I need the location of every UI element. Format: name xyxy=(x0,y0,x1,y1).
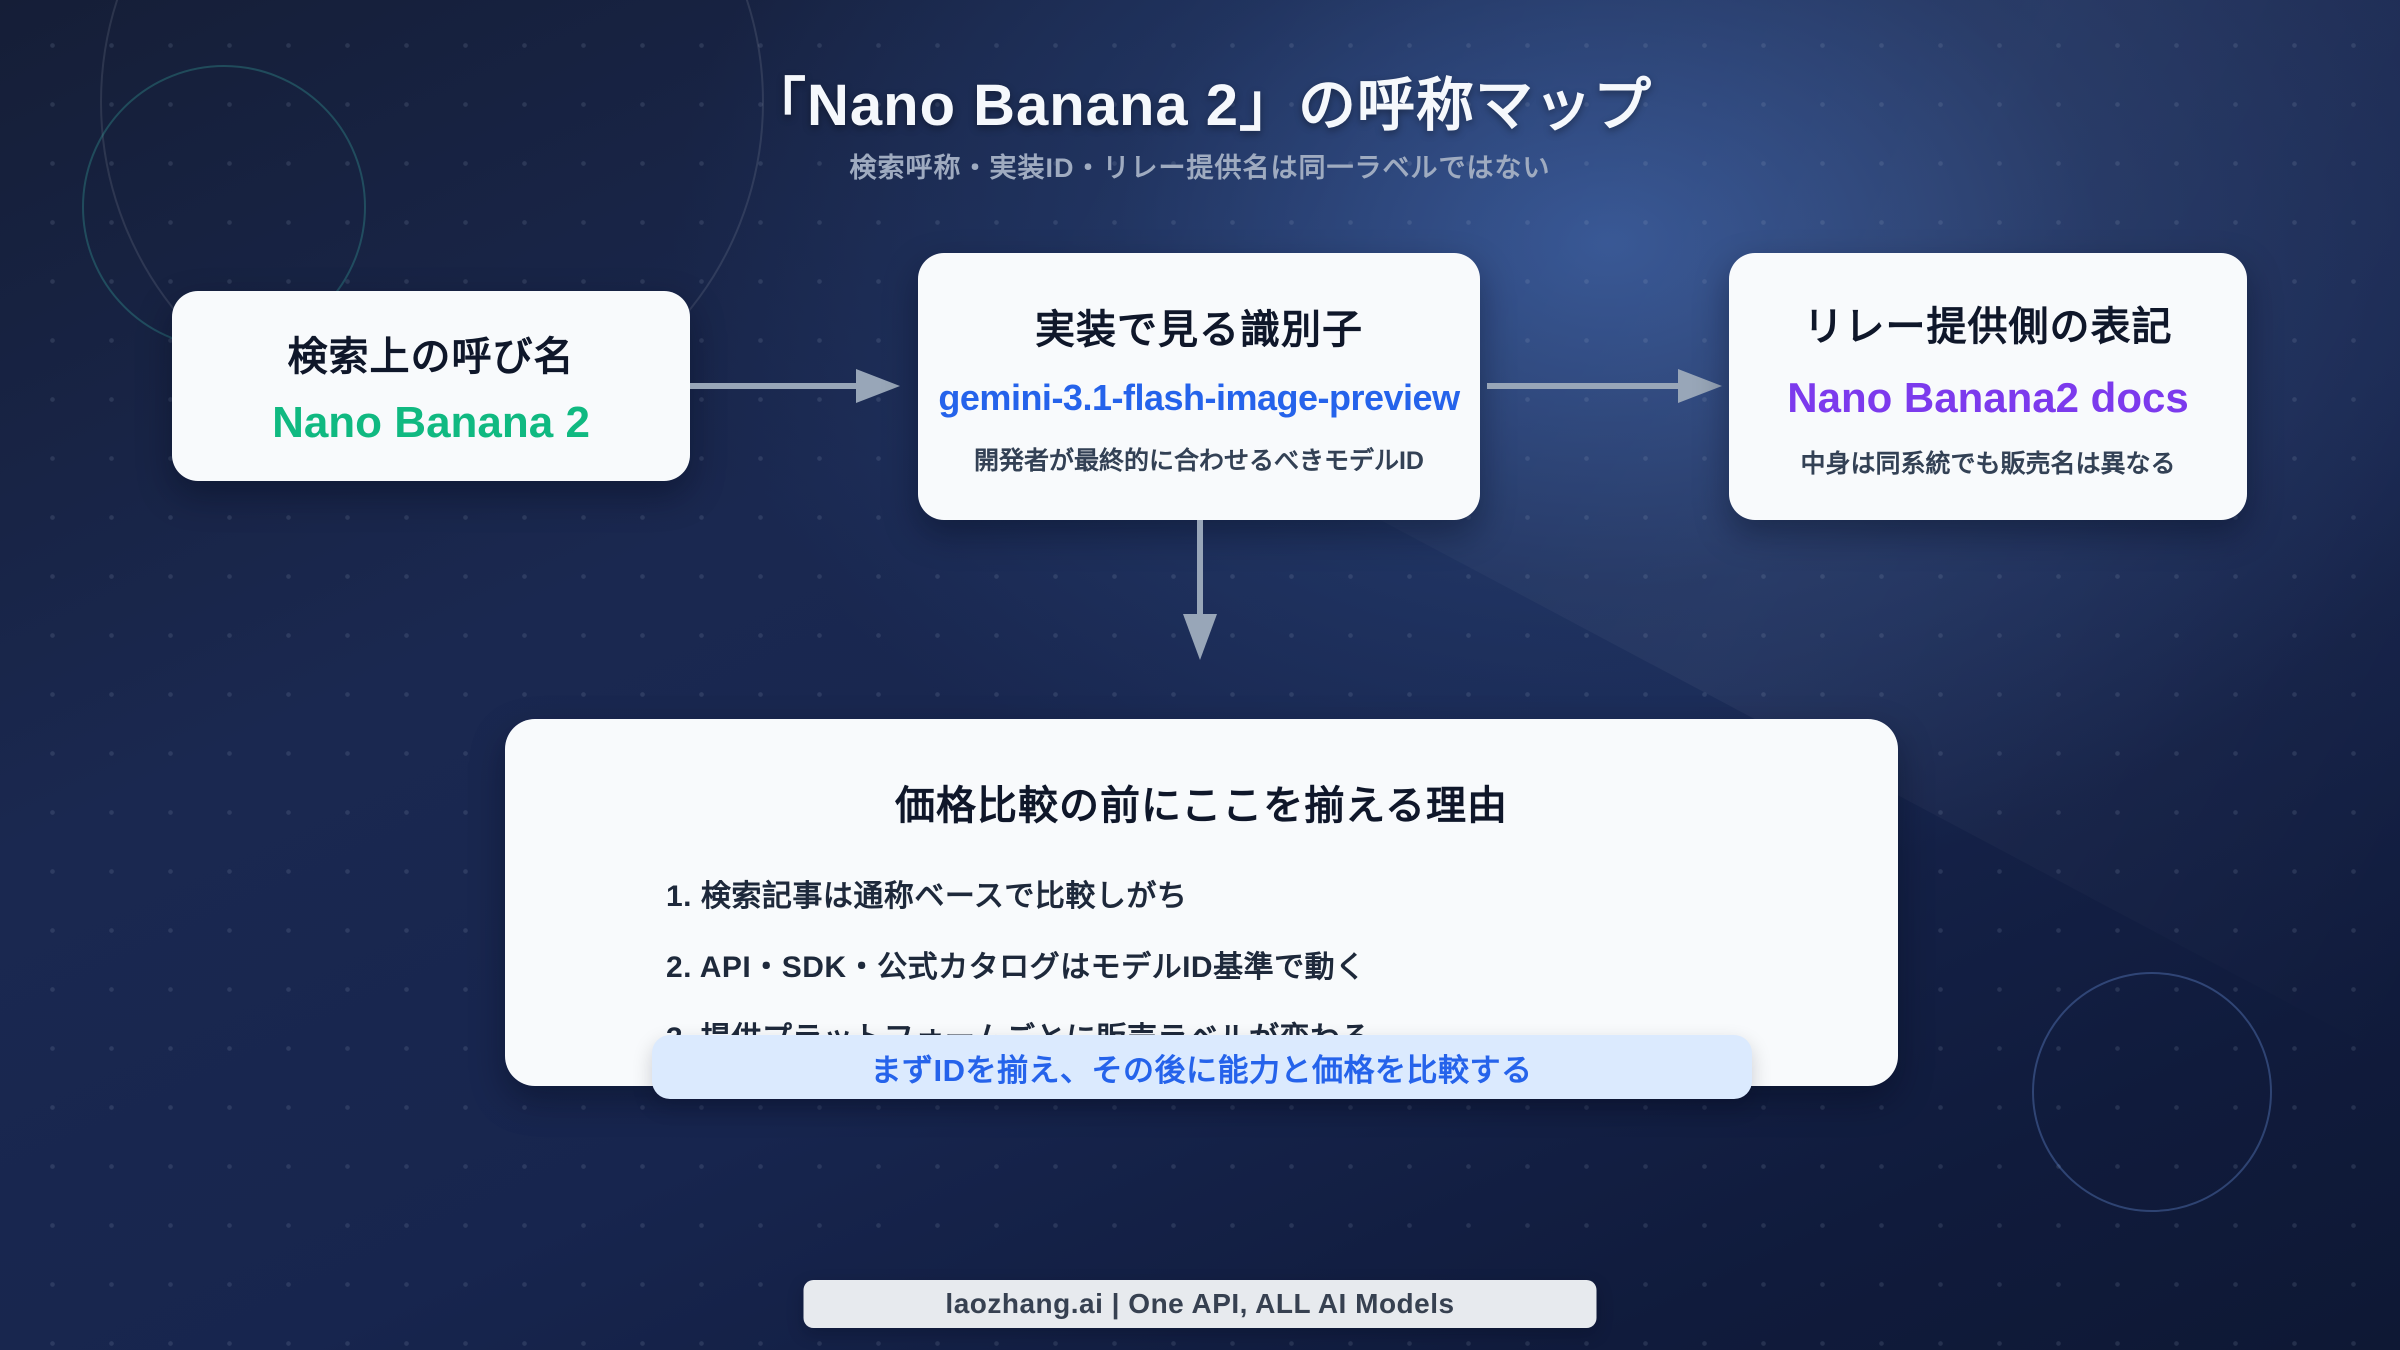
node-search-name: 検索上の呼び名 Nano Banana 2 xyxy=(172,291,690,481)
arrow-search-to-impl-head-icon xyxy=(856,369,900,403)
node-impl-value: gemini-3.1-flash-image-preview xyxy=(938,376,1460,418)
node-implementation-id: 実装で見る識別子 gemini-3.1-flash-image-preview … xyxy=(918,253,1480,520)
node-relay-label: リレー提供側の表記 xyxy=(1803,304,2173,349)
node-search-label: 検索上の呼び名 xyxy=(287,335,575,379)
page-subtitle: 検索呼称・実装ID・リレー提供名は同一ラベルではない xyxy=(849,153,1551,183)
conclusion-text: まずIDを揃え、その後に能力と価格を比較する xyxy=(870,1052,1533,1088)
footer-badge: laozhang.ai | One API, ALL AI Models xyxy=(803,1280,1597,1328)
reasons-title: 価格比較の前にここを揃える理由 xyxy=(895,784,1508,828)
node-impl-label: 実装で見る識別子 xyxy=(1035,307,1363,352)
arrow-impl-down-line xyxy=(1197,520,1203,616)
reason-item-1: 1. 検索記事は通称ベースで比較しがち xyxy=(666,880,1188,913)
footer-brand-text: laozhang.ai | One API, ALL AI Models xyxy=(945,1288,1455,1319)
arrow-impl-to-relay-head-icon xyxy=(1678,369,1722,403)
reason-item-2: 2. API・SDK・公式カタログはモデルID基準で動く xyxy=(666,951,1366,984)
arrow-search-to-impl-line xyxy=(690,383,858,389)
arrow-impl-down-head-icon xyxy=(1183,614,1217,660)
reasons-card: 価格比較の前にここを揃える理由 1. 検索記事は通称ベースで比較しがち 2. A… xyxy=(505,719,1898,1099)
node-relay-value: Nano Banana2 docs xyxy=(1787,373,2189,421)
page-title: 「Nano Banana 2」の呼称マップ xyxy=(748,73,1652,138)
node-relay-note: 中身は同系統でも販売名は異なる xyxy=(1800,449,2176,478)
conclusion-pill: まずIDを揃え、その後に能力と価格を比較する xyxy=(651,1035,1752,1099)
arrow-impl-to-relay-line xyxy=(1487,383,1679,389)
decorative-circle-blue xyxy=(2032,972,2272,1212)
node-impl-note: 開発者が最終的に合わせるべきモデルID xyxy=(973,446,1424,475)
node-search-value: Nano Banana 2 xyxy=(272,398,590,447)
node-relay-label-card: リレー提供側の表記 Nano Banana2 docs 中身は同系統でも販売名は… xyxy=(1729,253,2247,520)
